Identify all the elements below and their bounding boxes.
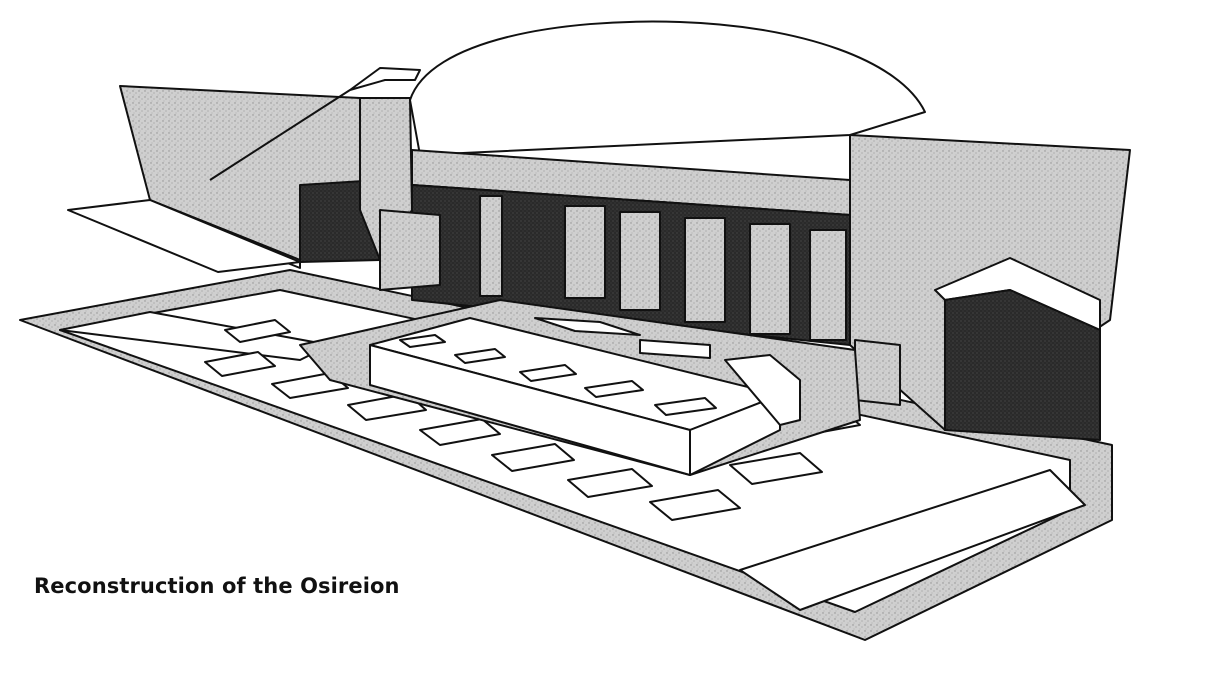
left-wall-block xyxy=(67,67,421,273)
illustration-caption: Reconstruction of the Osireion xyxy=(34,574,400,598)
platform-stair xyxy=(724,354,801,426)
right-wall-block xyxy=(849,134,1131,441)
central-platform xyxy=(369,317,781,476)
dome-roof xyxy=(409,20,926,156)
left-pier xyxy=(379,209,441,291)
